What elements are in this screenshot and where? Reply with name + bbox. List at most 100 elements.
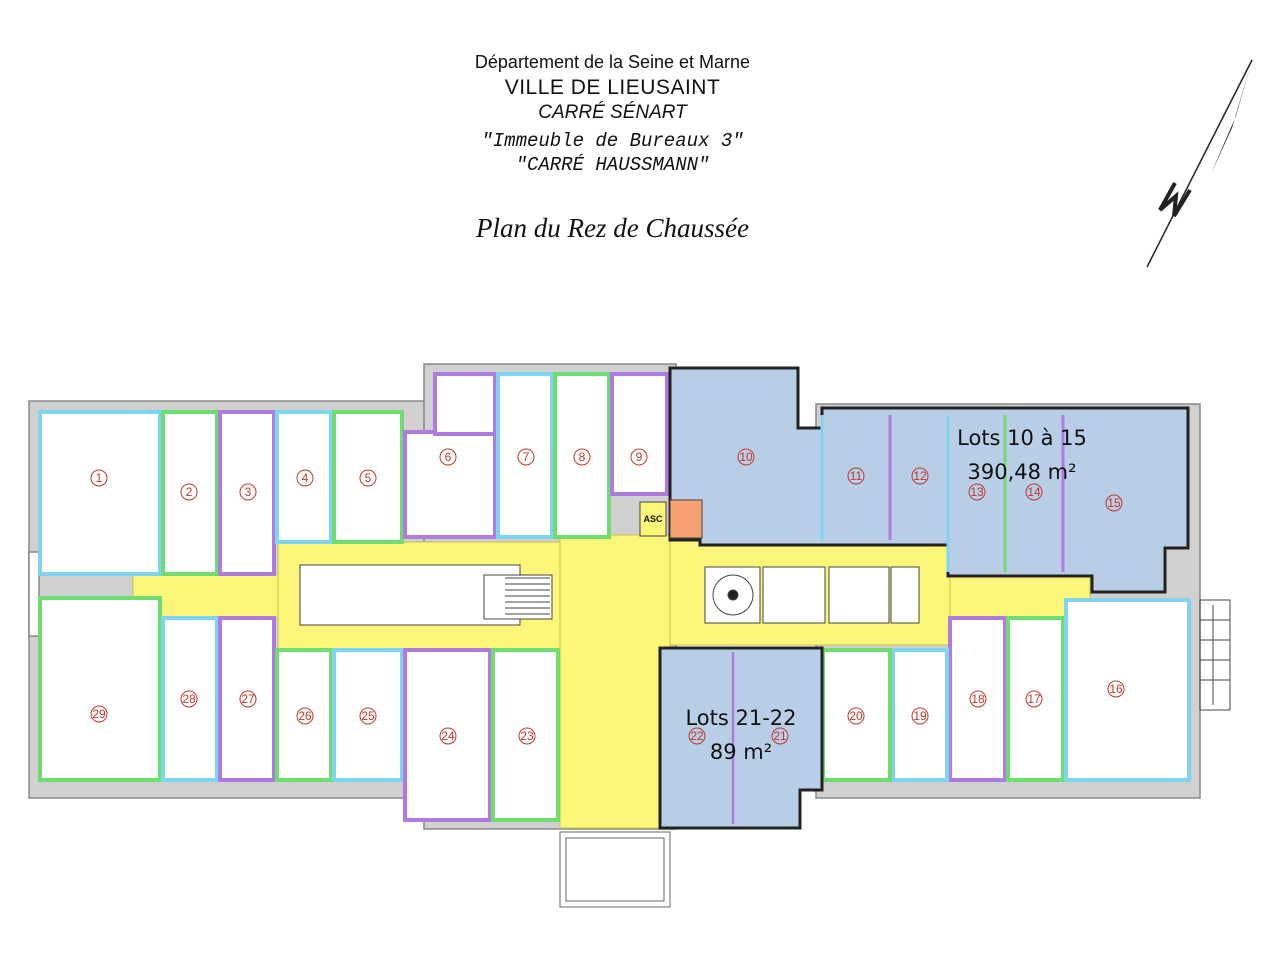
stairwell-inner: [299, 564, 521, 626]
svg-text:15: 15: [1107, 496, 1121, 510]
room-number-8: 8: [573, 448, 591, 466]
lot-21-22-title: Lots 21-22: [685, 706, 796, 730]
room-18: [948, 616, 1007, 782]
building-label: "Immeuble de Bureaux 3": [481, 130, 744, 152]
room-29: [38, 596, 162, 782]
room-24: [403, 648, 492, 822]
svg-text:29: 29: [92, 707, 106, 721]
room-28: [161, 616, 219, 782]
svg-text:2: 2: [186, 485, 193, 499]
room-number-20: 20: [847, 707, 865, 725]
room-2: [161, 410, 219, 576]
svg-text:1: 1: [96, 471, 103, 485]
room-number-17: 17: [1025, 690, 1043, 708]
plan-title: Plan du Rez de Chaussée: [476, 213, 749, 243]
room-number-29: 29: [90, 705, 108, 723]
north-arrow-icon: [1146, 59, 1253, 268]
svg-text:26: 26: [298, 709, 312, 723]
room-1: [38, 410, 162, 576]
lot-10-15-title: Lots 10 à 15: [957, 426, 1087, 450]
svg-text:22: 22: [690, 729, 704, 743]
svg-text:11: 11: [850, 469, 863, 483]
svg-text:27: 27: [241, 692, 255, 706]
room-number-19: 19: [911, 707, 929, 725]
svg-text:3: 3: [245, 485, 252, 499]
svg-text:24: 24: [441, 729, 455, 743]
room-number-13: 13: [968, 483, 986, 501]
svg-text:6: 6: [445, 450, 452, 464]
entrance-canopy: [559, 831, 671, 908]
svg-text:13: 13: [970, 485, 984, 499]
room-number-24: 24: [439, 727, 457, 745]
room-7: [496, 372, 554, 539]
svg-text:18: 18: [971, 692, 985, 706]
svg-text:8: 8: [579, 450, 586, 464]
svg-text:28: 28: [182, 692, 196, 706]
room-number-25: 25: [359, 707, 377, 725]
room-number-23: 23: [518, 727, 536, 745]
lot-10-15-partitions: [820, 415, 1065, 572]
room-17: [1006, 616, 1065, 782]
svg-text:9: 9: [636, 450, 643, 464]
svg-text:17: 17: [1027, 692, 1041, 706]
room-3: [218, 410, 276, 576]
room-number-26: 26: [296, 707, 314, 725]
svg-text:5: 5: [365, 471, 372, 485]
room-6: [403, 430, 497, 539]
rooms: [38, 372, 1191, 822]
room-number-7: 7: [517, 448, 535, 466]
room-5: [332, 410, 404, 544]
svg-text:14: 14: [1027, 485, 1041, 499]
room-4: [275, 410, 333, 544]
room-number-1: 1: [90, 469, 108, 487]
svg-text:10: 10: [739, 450, 753, 464]
svg-text:4: 4: [302, 471, 309, 485]
room-8: [553, 372, 611, 539]
room-number-6: 6: [439, 448, 457, 466]
room-27: [218, 616, 276, 782]
lot-21-22: [658, 646, 824, 830]
lot-21-22-area: 89 m²: [710, 740, 772, 764]
corridor: [132, 534, 1091, 829]
room-number-27: 27: [239, 690, 257, 708]
room-19: [891, 648, 949, 782]
elevator-label: ASC: [643, 514, 663, 524]
room-20: [821, 648, 892, 782]
room-number-2: 2: [180, 483, 198, 501]
room-25: [332, 648, 404, 782]
room-number-10: 10: [737, 448, 755, 466]
room-16: [1064, 598, 1191, 782]
room-number-18: 18: [969, 690, 987, 708]
room-9: [610, 372, 669, 496]
room-26: [275, 648, 333, 782]
svg-text:19: 19: [913, 709, 927, 723]
room-number-22: 22: [688, 727, 706, 745]
elevator: ASC: [639, 499, 703, 539]
lot-10-15-area: 390,48 m²: [967, 460, 1076, 484]
room-23: [491, 648, 560, 822]
svg-text:12: 12: [913, 469, 927, 483]
room-number-3: 3: [239, 483, 257, 501]
room-number-14: 14: [1025, 483, 1043, 501]
lot-10-15: [668, 366, 1190, 594]
room-number-28: 28: [180, 690, 198, 708]
svg-text:20: 20: [849, 709, 863, 723]
sector-label: CARRÉ SÉNART: [538, 102, 687, 123]
room-number-16: 16: [1107, 680, 1125, 698]
room-number-11: 11: [847, 467, 865, 485]
room-number-15: 15: [1105, 494, 1123, 512]
svg-text:16: 16: [1109, 682, 1123, 696]
exterior-stair: [1199, 599, 1231, 711]
city-label: VILLE DE LIEUSAINT: [504, 76, 721, 99]
room-number-12: 12: [911, 467, 929, 485]
svg-text:25: 25: [361, 709, 375, 723]
room-number-9: 9: [630, 448, 648, 466]
department-label: Département de la Seine et Marne: [474, 52, 751, 72]
stairs: [483, 574, 553, 620]
room-number-4: 4: [296, 469, 314, 487]
svg-text:21: 21: [773, 729, 787, 743]
room-number-5: 5: [359, 469, 377, 487]
svg-text:7: 7: [523, 450, 530, 464]
